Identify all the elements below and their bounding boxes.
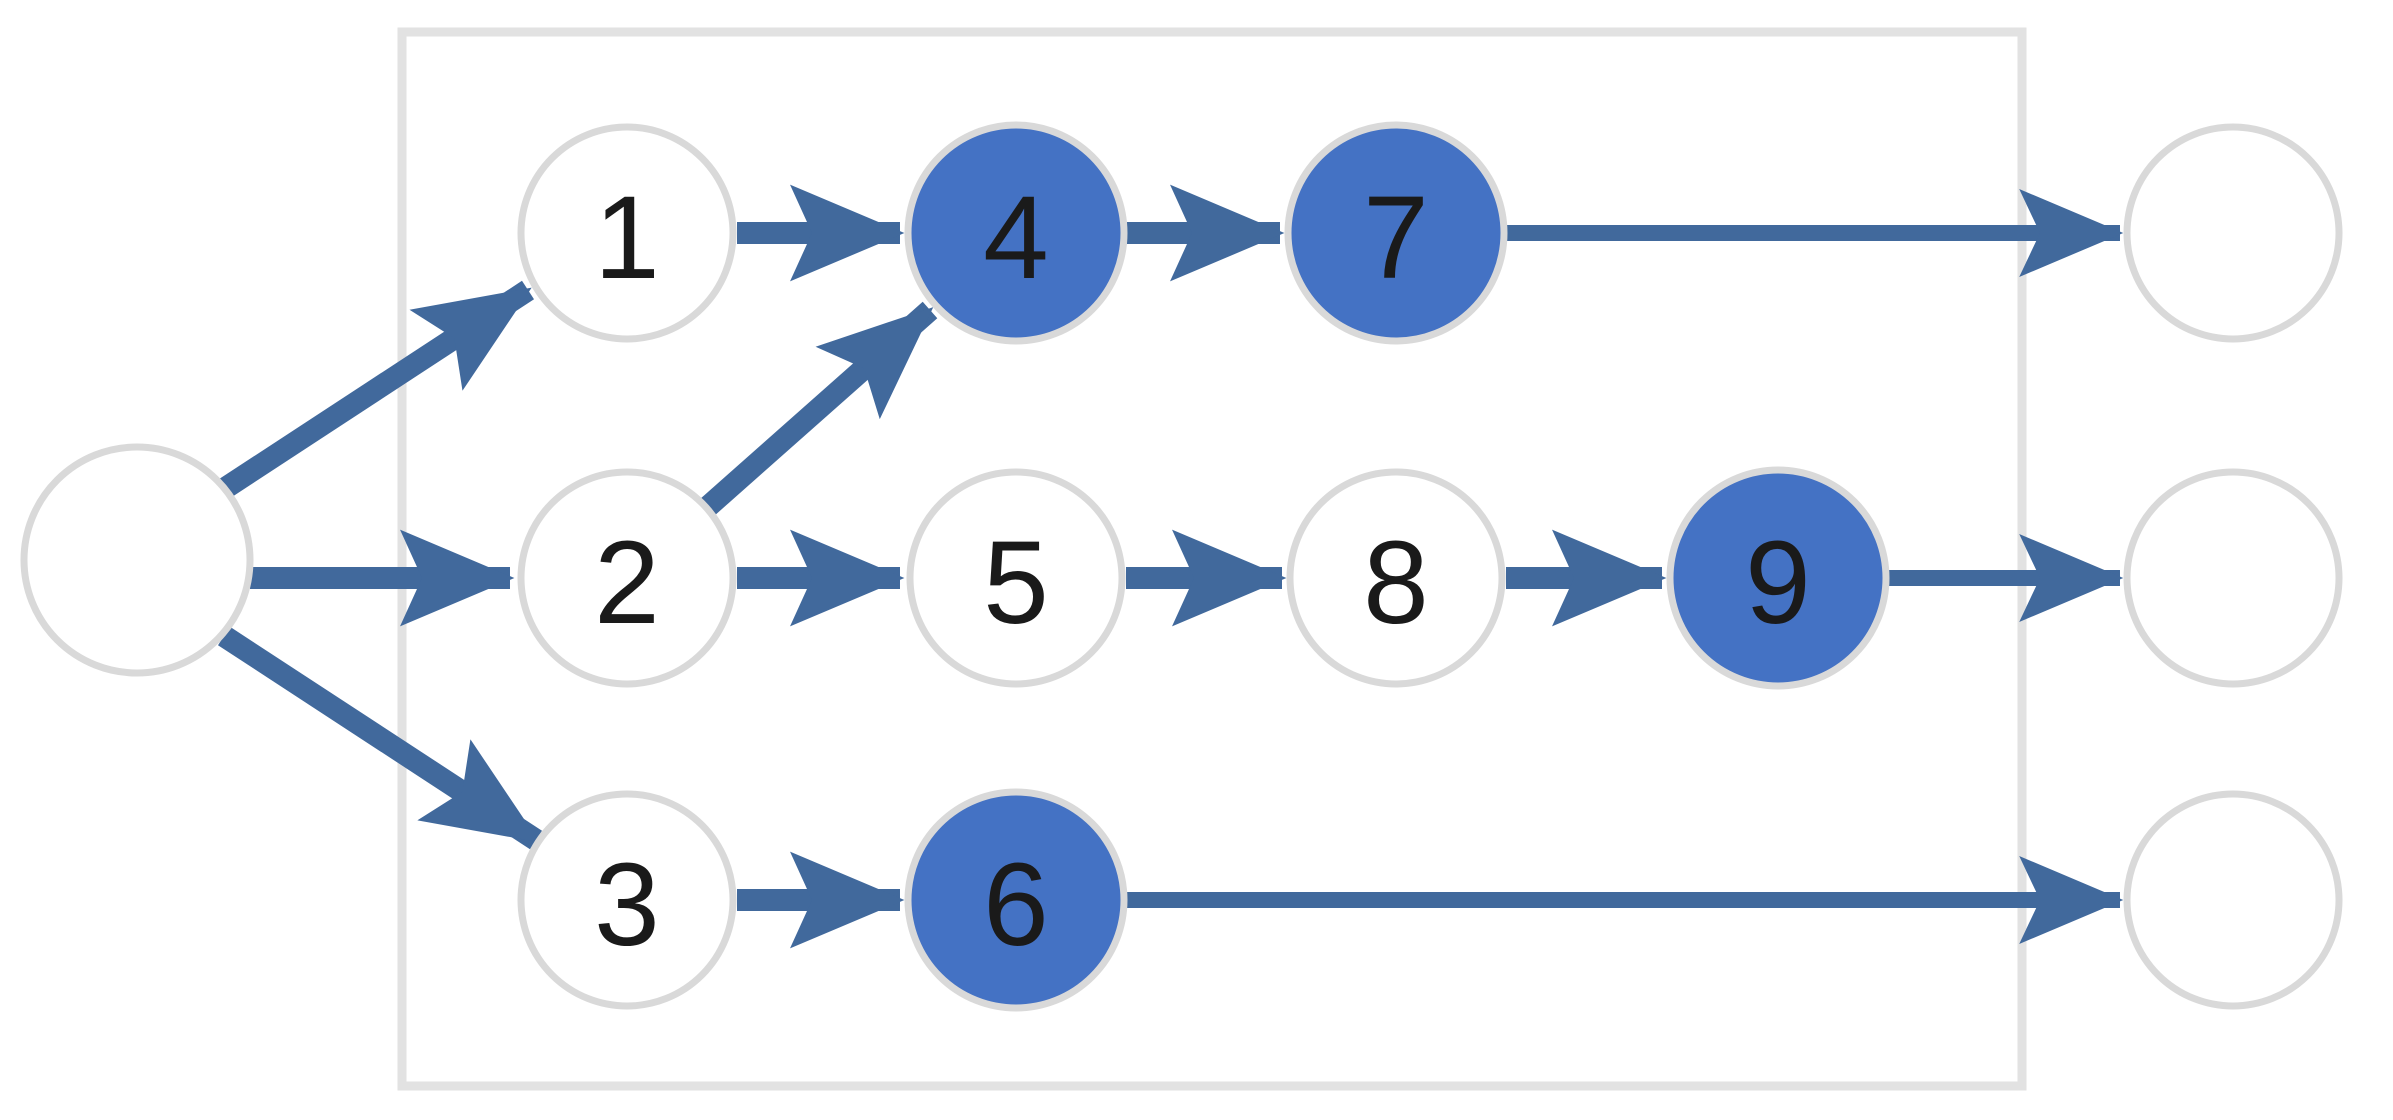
node-8[interactable]: 8 [1286, 468, 1506, 688]
node-1-label: 1 [594, 172, 660, 304]
node-4[interactable]: 4 [904, 121, 1128, 345]
node-8-label: 8 [1363, 517, 1429, 649]
node-3-circle[interactable] [517, 790, 737, 1010]
node-2[interactable]: 2 [517, 468, 737, 688]
node-sink-top[interactable] [2123, 123, 2343, 343]
edge-source-to-3 [217, 626, 543, 850]
node-source-circle[interactable] [20, 443, 254, 677]
node-6-circle[interactable] [904, 788, 1128, 1012]
node-layer: 1 2 3 4 5 [20, 121, 2343, 1012]
node-sink-mid-circle[interactable] [2123, 468, 2343, 688]
node-7-label: 7 [1363, 172, 1429, 304]
node-sink-top-circle[interactable] [2123, 123, 2343, 343]
node-7[interactable]: 7 [1284, 121, 1508, 345]
node-9[interactable]: 9 [1666, 466, 1890, 690]
node-5[interactable]: 5 [906, 468, 1126, 688]
node-6[interactable]: 6 [904, 788, 1128, 1012]
node-8-circle[interactable] [1286, 468, 1506, 688]
node-sink-bottom-circle[interactable] [2123, 790, 2343, 1010]
node-2-label: 2 [594, 517, 660, 649]
node-sink-mid[interactable] [2123, 468, 2343, 688]
node-4-label: 4 [983, 172, 1049, 304]
node-source[interactable] [20, 443, 254, 677]
node-sink-bottom[interactable] [2123, 790, 2343, 1010]
node-5-circle[interactable] [906, 468, 1126, 688]
node-4-circle[interactable] [904, 121, 1128, 345]
node-6-label: 6 [983, 839, 1049, 971]
node-1[interactable]: 1 [517, 123, 737, 343]
node-3-label: 3 [594, 839, 660, 971]
node-3[interactable]: 3 [517, 790, 737, 1010]
node-2-circle[interactable] [517, 468, 737, 688]
edge-source-to-1 [217, 280, 535, 499]
node-9-circle[interactable] [1666, 466, 1890, 690]
node-5-label: 5 [983, 517, 1049, 649]
node-7-circle[interactable] [1284, 121, 1508, 345]
edge-layer [217, 184, 2124, 949]
node-1-circle[interactable] [517, 123, 737, 343]
edge-2-to-4 [694, 301, 938, 521]
node-9-label: 9 [1745, 517, 1811, 649]
